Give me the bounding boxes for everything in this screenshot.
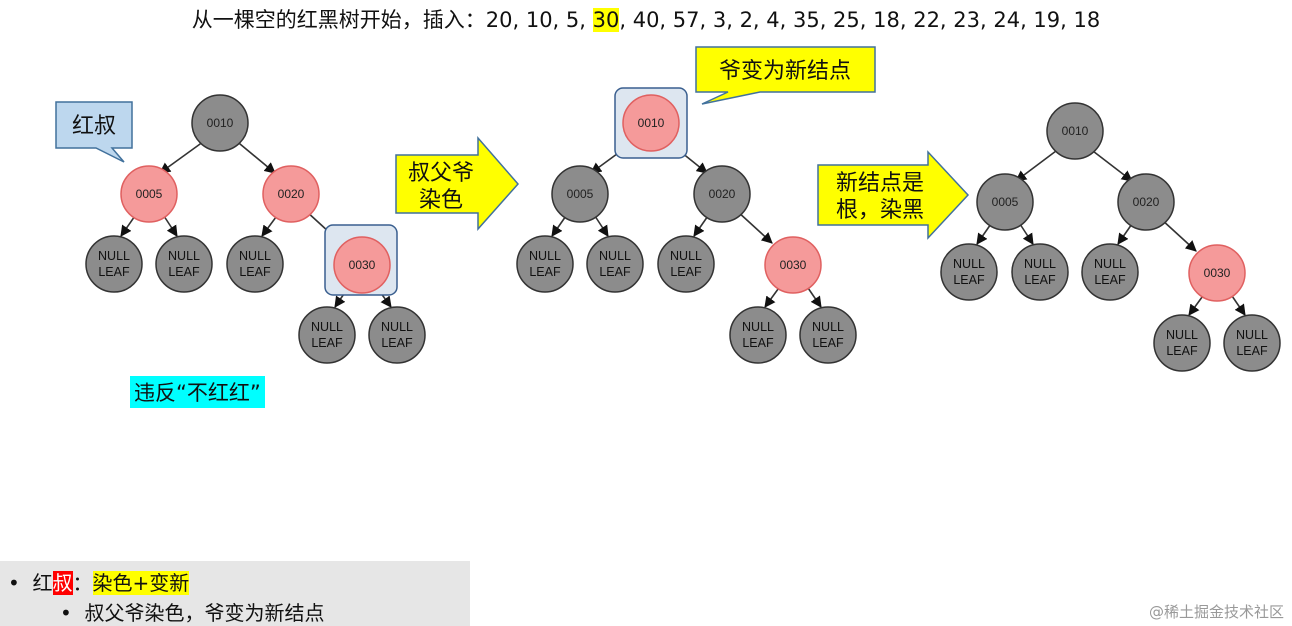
- svg-text:0010: 0010: [1062, 124, 1089, 138]
- svg-text:LEAF: LEAF: [953, 273, 985, 287]
- null-leaf: NULL LEAF: [155, 235, 213, 293]
- violation-label: 违反“不红红”: [130, 376, 265, 408]
- svg-text:0005: 0005: [567, 187, 594, 201]
- svg-text:0030: 0030: [780, 258, 807, 272]
- svg-text:0020: 0020: [278, 187, 305, 201]
- svg-text:爷变为新结点: 爷变为新结点: [719, 59, 851, 84]
- notes-panel: • 红叔：染色+变新 • 叔父爷染色，爷变为新结点: [0, 561, 470, 626]
- null-leaf: NULL LEAF: [940, 243, 998, 301]
- svg-text:NULL: NULL: [1094, 257, 1126, 271]
- svg-text:NULL: NULL: [670, 249, 702, 263]
- svg-text:LEAF: LEAF: [168, 265, 200, 279]
- tree-node: 0010: [191, 94, 249, 152]
- arrow-recolor: 叔父爷 染色: [395, 135, 519, 231]
- svg-text:新结点是: 新结点是: [836, 171, 924, 196]
- null-leaf: NULL LEAF: [799, 306, 857, 364]
- edge: [1160, 218, 1197, 252]
- svg-text:0005: 0005: [992, 195, 1019, 209]
- callout-grandpa-new: 爷变为新结点: [695, 46, 876, 105]
- svg-text:NULL: NULL: [953, 257, 985, 271]
- tree-node: 0030: [333, 236, 391, 294]
- null-leaf: NULL LEAF: [1011, 243, 1069, 301]
- svg-text:根，染黑: 根，染黑: [836, 198, 924, 223]
- null-leaf: NULL LEAF: [516, 235, 574, 293]
- title-highlight: 30: [592, 8, 620, 32]
- null-leaf: NULL LEAF: [586, 235, 644, 293]
- svg-text:LEAF: LEAF: [599, 265, 631, 279]
- edge: [1015, 147, 1061, 182]
- svg-text:0030: 0030: [349, 258, 376, 272]
- edge: [159, 138, 208, 174]
- null-leaf: NULL LEAF: [1081, 243, 1139, 301]
- uncle-highlight: 叔: [52, 571, 73, 595]
- svg-text:NULL: NULL: [1166, 328, 1198, 342]
- tree-node: 0005: [976, 173, 1034, 231]
- tree-2: 0010 0005 0020 0030 NULL LEAF NULL LEAF …: [516, 87, 857, 364]
- tree-node: 0030: [764, 236, 822, 294]
- svg-text:NULL: NULL: [812, 320, 844, 334]
- svg-text:NULL: NULL: [381, 320, 413, 334]
- page-title: 从一棵空的红黑树开始，插入：20, 10, 5, 30, 40, 57, 3, …: [191, 8, 1101, 32]
- null-leaf: NULL LEAF: [298, 306, 356, 364]
- tree-node: 0010: [622, 94, 680, 152]
- svg-text:LEAF: LEAF: [239, 265, 271, 279]
- svg-text:NULL: NULL: [98, 249, 130, 263]
- svg-text:红叔: 红叔: [72, 114, 116, 139]
- edge: [233, 138, 276, 174]
- svg-text:NULL: NULL: [1236, 328, 1268, 342]
- callout-red-uncle: 红叔: [55, 101, 133, 163]
- tree-node: 0020: [1117, 173, 1175, 231]
- null-leaf: NULL LEAF: [657, 235, 715, 293]
- svg-text:LEAF: LEAF: [742, 336, 774, 350]
- tree-node: 0005: [551, 165, 609, 223]
- svg-text:LEAF: LEAF: [670, 265, 702, 279]
- edge: [1088, 147, 1133, 182]
- svg-text:NULL: NULL: [1024, 257, 1056, 271]
- svg-text:LEAF: LEAF: [381, 336, 413, 350]
- tree-node: 0020: [262, 165, 320, 223]
- svg-text:LEAF: LEAF: [311, 336, 343, 350]
- svg-text:NULL: NULL: [742, 320, 774, 334]
- tree-node: 0005: [120, 165, 178, 223]
- tree-node: 0020: [693, 165, 751, 223]
- null-leaf: NULL LEAF: [85, 235, 143, 293]
- arrow-root-black: 新结点是 根，染黑: [817, 150, 970, 240]
- svg-text:0020: 0020: [709, 187, 736, 201]
- edge: [736, 210, 773, 244]
- svg-text:LEAF: LEAF: [1024, 273, 1056, 287]
- watermark: @稀土掘金技术社区: [1148, 603, 1284, 621]
- svg-text:LEAF: LEAF: [1094, 273, 1126, 287]
- svg-text:叔父爷: 叔父爷: [408, 161, 474, 186]
- tree-3: 0010 0005 0020 0030 NULL LEAF NULL LEAF …: [940, 102, 1281, 372]
- null-leaf: NULL LEAF: [368, 306, 426, 364]
- null-leaf: NULL LEAF: [226, 235, 284, 293]
- null-leaf: NULL LEAF: [1153, 314, 1211, 372]
- svg-text:LEAF: LEAF: [98, 265, 130, 279]
- svg-text:NULL: NULL: [168, 249, 200, 263]
- rule-highlight: 染色+变新: [92, 571, 190, 595]
- svg-text:0020: 0020: [1133, 195, 1160, 209]
- tree-node: 0010: [1046, 102, 1104, 160]
- svg-text:NULL: NULL: [599, 249, 631, 263]
- svg-text:0030: 0030: [1204, 266, 1231, 280]
- tree-1: 0010 0005 0020 0030 NULL LEAF NULL LEAF …: [85, 94, 426, 364]
- svg-text:0010: 0010: [207, 116, 234, 130]
- null-leaf: NULL LEAF: [729, 306, 787, 364]
- svg-text:LEAF: LEAF: [529, 265, 561, 279]
- tree-node: 0030: [1188, 244, 1246, 302]
- svg-text:NULL: NULL: [529, 249, 561, 263]
- note-item-2: • 叔父爷染色，爷变为新结点: [60, 601, 325, 625]
- svg-text:0010: 0010: [638, 116, 665, 130]
- note-item-1: • 红叔：染色+变新: [8, 571, 190, 595]
- svg-text:0005: 0005: [136, 187, 163, 201]
- svg-text:NULL: NULL: [311, 320, 343, 334]
- svg-text:LEAF: LEAF: [1166, 344, 1198, 358]
- svg-text:LEAF: LEAF: [812, 336, 844, 350]
- svg-text:NULL: NULL: [239, 249, 271, 263]
- null-leaf: NULL LEAF: [1223, 314, 1281, 372]
- svg-text:染色: 染色: [419, 188, 463, 213]
- svg-text:LEAF: LEAF: [1236, 344, 1268, 358]
